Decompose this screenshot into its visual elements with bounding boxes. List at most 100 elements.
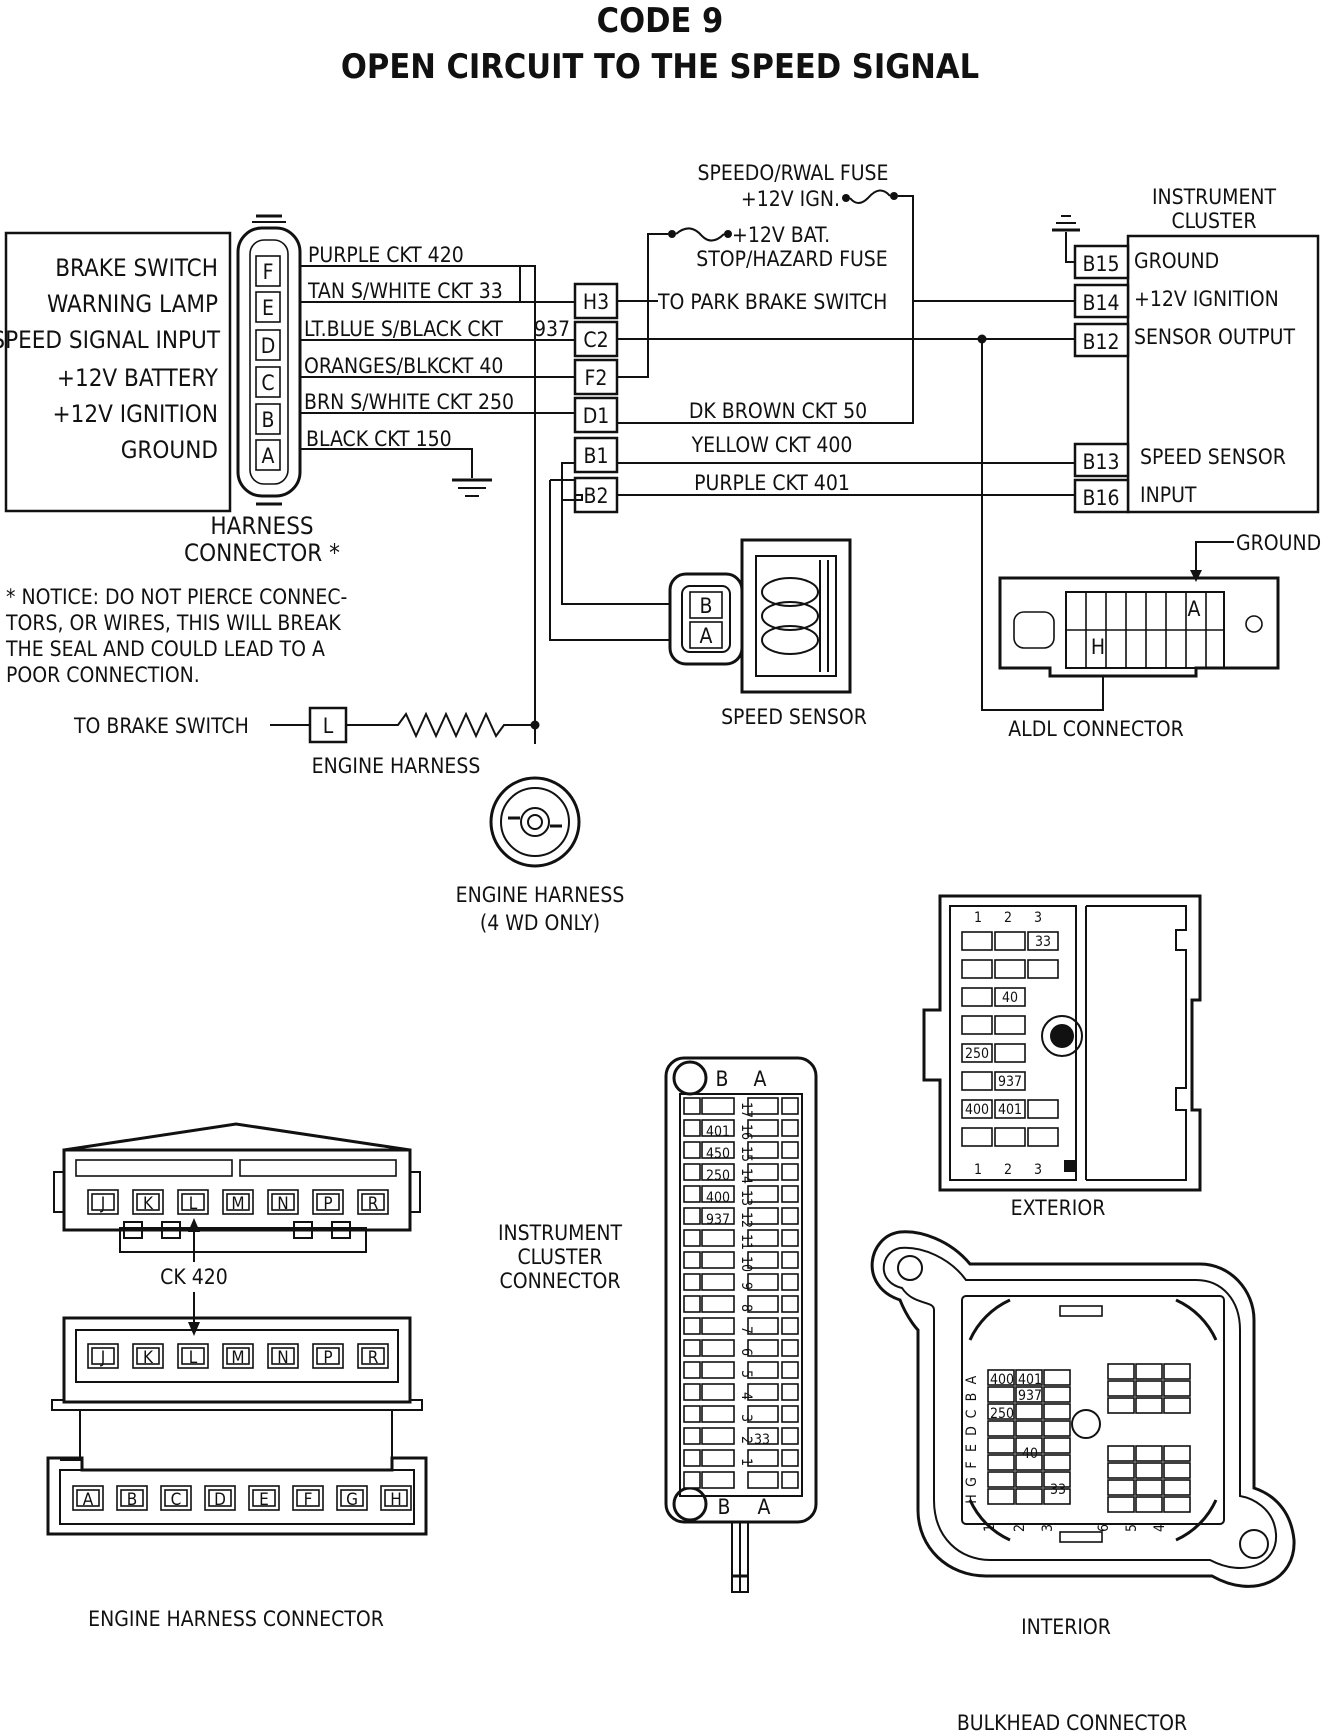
ic-cavity	[683, 1229, 701, 1247]
eh-top-pin-label: P	[323, 1194, 332, 1214]
interior-cavity	[1107, 1479, 1135, 1496]
brake-switch-label: TO BRAKE SWITCH	[73, 714, 249, 738]
ic-cavity	[747, 1383, 779, 1401]
interior-cavity	[1107, 1363, 1135, 1380]
bulkhead-pin-h3: H3	[583, 290, 609, 314]
interior-cavity	[1015, 1386, 1043, 1403]
right-wires	[549, 189, 1104, 711]
ic-pin-number: 4	[738, 1392, 754, 1400]
eh-bottom-pin-inner	[208, 1489, 232, 1507]
ic-pin-number: 7	[738, 1326, 754, 1334]
eh-top-pin-inner	[271, 1193, 295, 1211]
interior-ckt-401: 401	[1018, 1372, 1042, 1388]
interior-ckt-250: 250	[990, 1406, 1014, 1422]
ic-cavity	[781, 1471, 799, 1489]
eh-top-pin-inner	[226, 1193, 250, 1211]
harness-pin-b: B	[262, 408, 275, 432]
cluster-label-sensor-output: SENSOR OUTPUT	[1134, 325, 1296, 349]
interior-cavity	[1107, 1397, 1135, 1414]
bulkhead-pin-f2: F2	[585, 366, 608, 390]
ic-cavity	[683, 1339, 701, 1357]
notice-line-3: THE SEAL AND COULD LEAD TO A	[5, 637, 325, 661]
ic-cavity	[701, 1361, 735, 1379]
ic-cavity	[683, 1207, 701, 1225]
interior-cavity	[1015, 1420, 1043, 1437]
eh-mid-pin-inner	[271, 1347, 295, 1365]
ic-cavity	[701, 1383, 735, 1401]
cluster-title-1: INSTRUMENT	[1152, 185, 1277, 209]
ic-cavity	[683, 1163, 701, 1181]
harness-connector-label-1: HARNESS	[210, 512, 313, 540]
ic-cavity	[683, 1251, 701, 1269]
ic-cavity	[701, 1097, 735, 1115]
ic-cavity	[701, 1405, 735, 1423]
engine-harness-label: ENGINE HARNESS	[312, 754, 481, 778]
ic-pin-number: 9	[738, 1282, 754, 1290]
eh-mid-pin-inner	[136, 1347, 160, 1365]
ic-pin-number: 13	[738, 1190, 754, 1206]
ic-cavity	[701, 1229, 735, 1247]
interior-col-number: 4	[1152, 1524, 1168, 1532]
function-speed-signal-input: SPEED SIGNAL INPUT	[0, 326, 221, 354]
interior-cavity	[1043, 1437, 1071, 1454]
aldl-pin-h: H	[1091, 635, 1105, 659]
eh-mid-pin-inner	[91, 1347, 115, 1365]
ic-cavity	[747, 1207, 779, 1225]
eh-bottom-pin-label: B	[127, 1490, 138, 1510]
ic-ckt-400: 400	[706, 1190, 730, 1206]
interior-cavity	[1043, 1488, 1071, 1505]
interior-row-letter: G	[964, 1477, 980, 1487]
interior-cavity	[987, 1471, 1015, 1488]
interior-cavity	[1163, 1363, 1191, 1380]
ic-cavity	[683, 1471, 701, 1489]
eh-top-pin-label: L	[189, 1194, 198, 1214]
speedo-fuse-ign: +12V IGN.	[741, 187, 840, 211]
bulkhead-pin-d1: D1	[583, 404, 610, 428]
interior-cavity	[987, 1454, 1015, 1471]
interior-ckt-937: 937	[1018, 1388, 1042, 1404]
ic-cavity	[683, 1427, 701, 1445]
interior-cavity	[1107, 1496, 1135, 1513]
ic-ckt-33: 33	[754, 1432, 770, 1448]
ic-pin-number: 3	[738, 1414, 754, 1422]
harness-pin-f: F	[263, 260, 274, 284]
interior-cavity	[1043, 1369, 1071, 1386]
eh-bottom-pin-inner	[296, 1489, 320, 1507]
ic-pin-number: 10	[738, 1256, 754, 1272]
eh-mid-pin-label: L	[189, 1348, 198, 1368]
engine-4wd-label-2: (4 WD ONLY)	[480, 911, 600, 935]
ic-cavity	[747, 1163, 779, 1181]
exterior-ckt-937: 937	[998, 1074, 1022, 1090]
interior-col-number: 2	[1012, 1524, 1028, 1532]
ic-cavity	[781, 1141, 799, 1159]
ic-cavity	[683, 1119, 701, 1137]
bulkhead-pin-b2: B2	[584, 484, 609, 508]
cluster-title-2: CLUSTER	[1171, 209, 1256, 233]
ic-cavity	[683, 1383, 701, 1401]
ic-cavity	[781, 1339, 799, 1357]
interior-row-letter: C	[964, 1409, 980, 1418]
notice: * NOTICE: DO NOT PIERCE CONNEC- TORS, OR…	[5, 585, 347, 687]
ic-pin-number: 5	[738, 1370, 754, 1378]
ic-pin-number: 8	[738, 1304, 754, 1312]
ic-cavity	[781, 1405, 799, 1423]
interior-cavity	[1163, 1397, 1191, 1414]
harness-pin-d: D	[261, 334, 276, 358]
ic-connector-label-1: INSTRUMENT	[498, 1221, 623, 1245]
interior-cavity	[1107, 1380, 1135, 1397]
interior-cavity	[987, 1369, 1015, 1386]
interior-cavity	[987, 1437, 1015, 1454]
wire-lines	[300, 265, 575, 744]
ic-cavity	[701, 1339, 735, 1357]
interior-cavity	[1135, 1462, 1163, 1479]
eh-top-pin-inner	[361, 1193, 385, 1211]
eh-mid-pin-inner	[316, 1347, 340, 1365]
ic-cavity	[781, 1427, 799, 1445]
ic-cavity	[683, 1449, 701, 1467]
aldl-connector: A H GROUND ALDL CONNECTOR	[998, 531, 1321, 741]
eh-top-pin-inner	[181, 1193, 205, 1211]
interior-cavity	[1043, 1454, 1071, 1471]
ic-cavity	[781, 1295, 799, 1313]
interior-cavity	[1135, 1445, 1163, 1462]
